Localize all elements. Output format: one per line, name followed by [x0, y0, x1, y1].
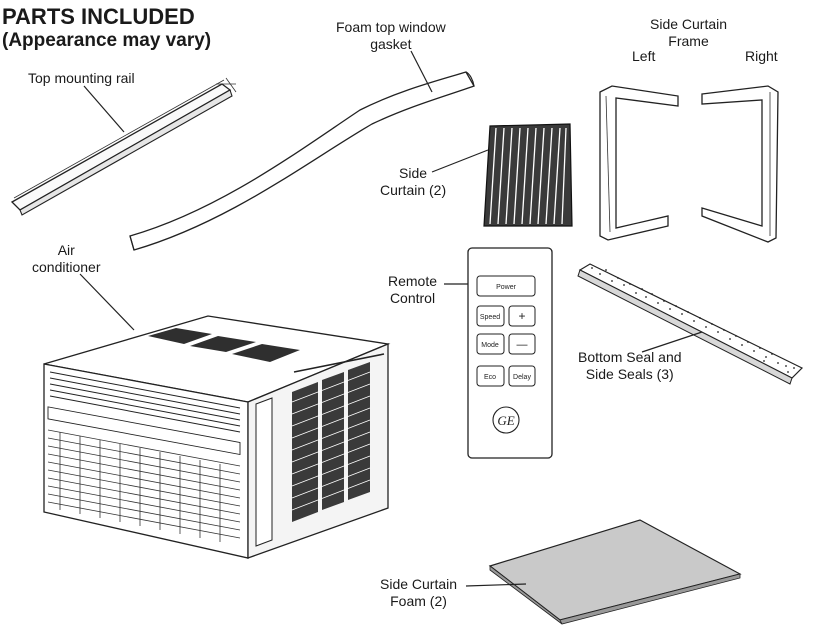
page-title: PARTS INCLUDED	[2, 4, 195, 29]
label-bottom-seal: Bottom Seal and Side Seals (3)	[578, 349, 682, 382]
label-air-conditioner: Air conditioner	[32, 242, 101, 275]
label-side-curtain: Side Curtain (2)	[380, 165, 447, 198]
label-side-curtain-foam: Side Curtain Foam (2)	[380, 576, 458, 609]
air-conditioner-icon	[43, 315, 391, 559]
remote-mode-label: Mode	[481, 342, 499, 349]
remote-delay-label: Delay	[513, 374, 531, 381]
remote-eco-label: Eco	[484, 374, 496, 381]
label-remote-control: Remote Control	[388, 273, 438, 306]
gasket-leader-line	[410, 50, 433, 93]
page-subtitle: (Appearance may vary)	[2, 30, 212, 51]
foam-seal-icon	[577, 263, 804, 385]
ge-logo-icon	[492, 406, 520, 434]
foam-gasket-icon	[129, 71, 475, 251]
side-curtain-icon	[483, 123, 573, 227]
seal-leader-line	[641, 331, 703, 353]
curtain-leader-line	[431, 149, 489, 173]
foam-sheet-icon	[488, 519, 742, 625]
top-mounting-rail-icon	[10, 77, 237, 216]
label-top-mounting-rail: Top mounting rail	[28, 70, 135, 86]
rail-leader-line	[83, 85, 125, 133]
remote-minus-label: —	[517, 339, 528, 351]
remote-control-icon: Power Speed + Mode — Eco Delay GE	[467, 247, 553, 459]
remote-power-label: Power	[496, 284, 517, 291]
label-side-curtain-frame: Side Curtain Frame	[650, 16, 728, 49]
label-frame-left: Left	[632, 48, 656, 64]
remote-plus-label: +	[518, 309, 525, 323]
label-frame-right: Right	[745, 48, 778, 64]
ac-leader-line	[79, 273, 135, 331]
remote-speed-label: Speed	[480, 314, 500, 321]
curtain-frame-icon	[599, 85, 779, 243]
foam-leader-line	[465, 583, 527, 587]
ge-logo-text: GE	[497, 413, 514, 428]
label-foam-gasket: Foam top window gasket	[336, 19, 446, 52]
